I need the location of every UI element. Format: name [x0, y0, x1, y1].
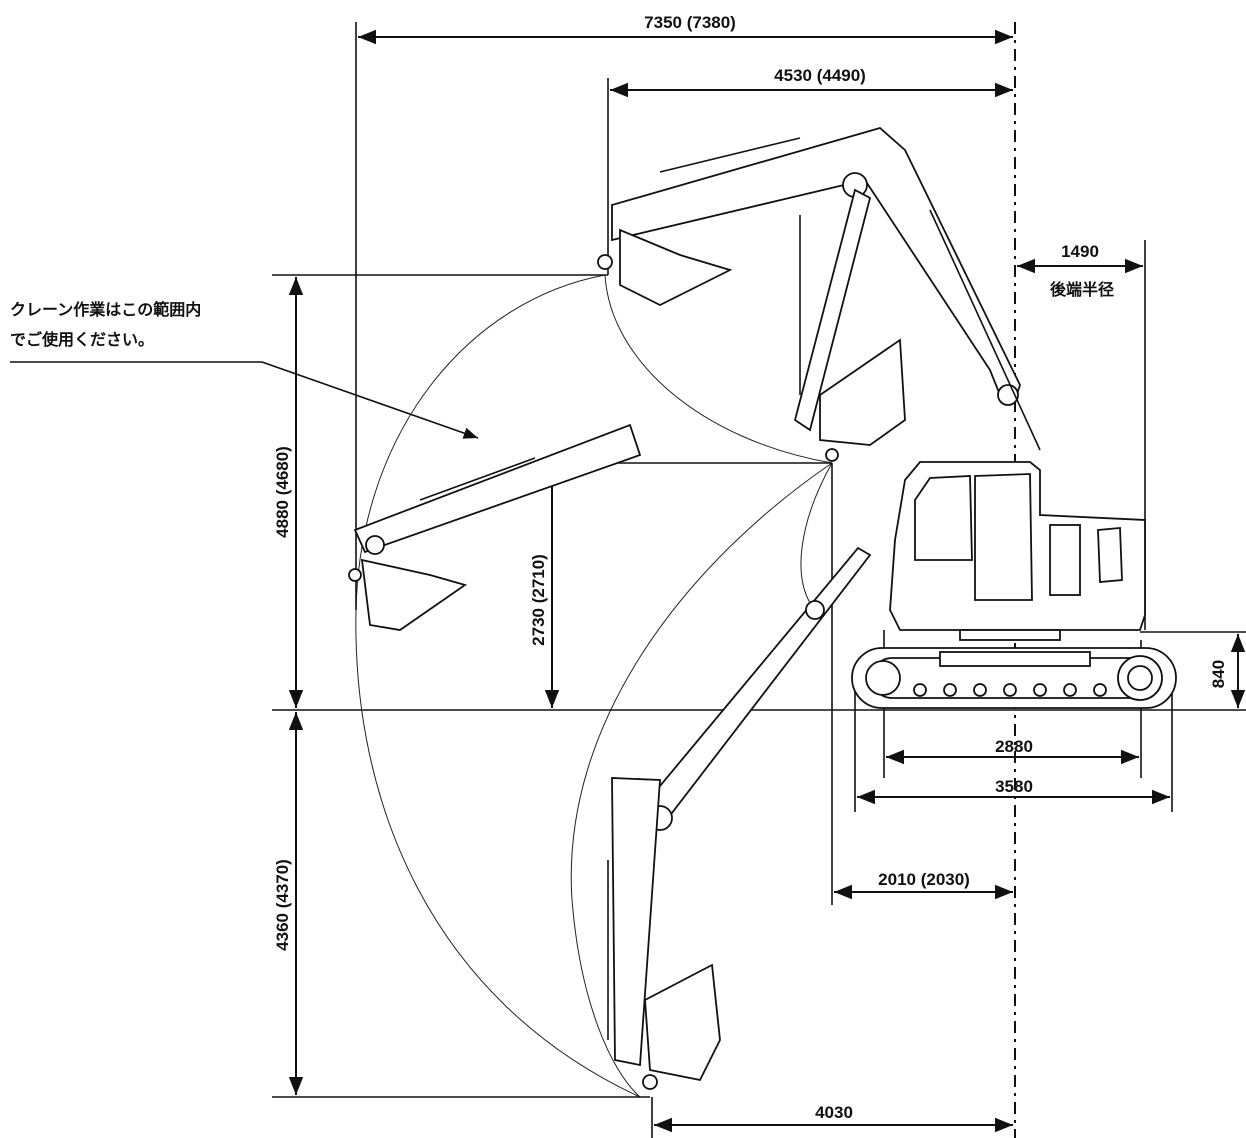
label-dig-depth: 4360 (4370) — [273, 859, 292, 951]
dimension-arrows — [288, 29, 1246, 1133]
label-max-reach: 7350 (7380) — [644, 13, 736, 32]
attachment-upper — [597, 126, 1041, 451]
working-range-envelope — [355, 274, 833, 1098]
note-line-2: でご使用ください。 — [10, 330, 154, 349]
label-tail-radius: 後端半径 — [1050, 280, 1114, 299]
upper-structure — [889, 461, 1146, 641]
dimension-labels: 7350 (7380) 4530 (4490) 1490 後端半径 4880 (… — [273, 13, 1228, 1122]
label-dump-height: 2730 (2710) — [529, 554, 548, 646]
idler-wheel — [865, 660, 901, 696]
engine-grille — [1049, 524, 1081, 596]
label-dig-height: 4880 (4680) — [273, 446, 292, 538]
note-leader — [10, 361, 479, 439]
attachment-dig — [607, 546, 872, 1090]
cab-door — [974, 473, 1033, 601]
label-front-swing: 2010 (2030) — [878, 870, 970, 889]
crawler-undercarriage — [851, 647, 1177, 709]
crane-work-note: クレーン作業はこの範囲内 でご使用ください。 — [10, 300, 201, 349]
label-min-radius: 4530 (4490) — [774, 66, 866, 85]
label-tail-radius-value: 1490 — [1061, 242, 1099, 261]
attachment-dump — [348, 423, 642, 631]
label-crawler-length: 3580 — [995, 777, 1033, 796]
label-tumbler-distance: 2880 — [995, 737, 1033, 756]
note-line-1: クレーン作業はこの範囲内 — [10, 300, 201, 319]
cab-window — [914, 475, 973, 561]
label-bottom-reach: 4030 — [815, 1103, 853, 1122]
label-ground-clearance: 840 — [1209, 660, 1228, 688]
attachment-min-radius — [793, 188, 906, 462]
